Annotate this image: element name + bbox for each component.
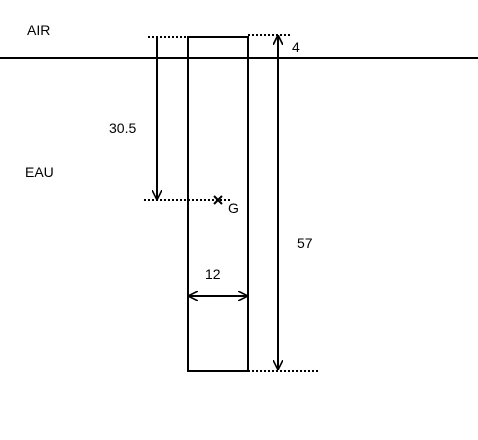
center-of-gravity-cross-icon — [213, 195, 223, 205]
top-offset-label: 4 — [292, 39, 300, 55]
g-label: G — [228, 200, 239, 216]
water-label: EAU — [25, 164, 54, 180]
air-label: AIR — [27, 22, 50, 38]
rod-rectangle — [187, 36, 249, 372]
depth-to-g-label: 30.5 — [109, 120, 136, 136]
total-height-label: 57 — [297, 235, 313, 251]
width-label: 12 — [205, 266, 221, 282]
